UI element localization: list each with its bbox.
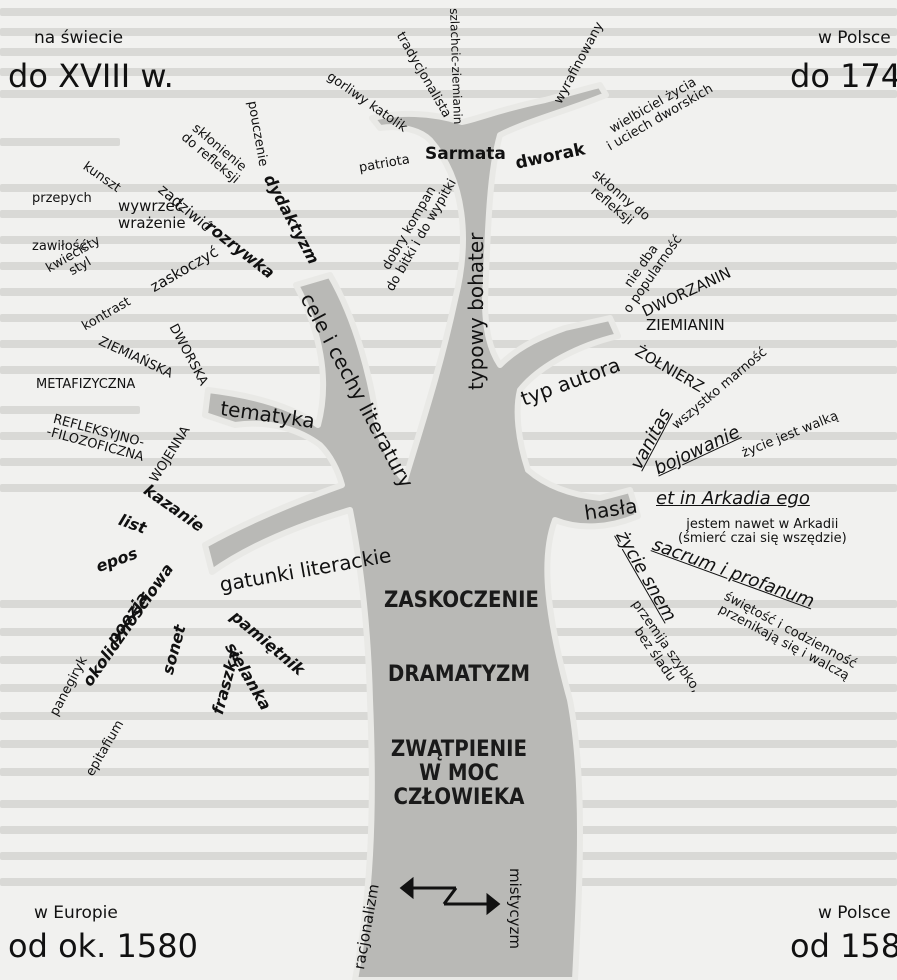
word-metafizyczna: METAFIZYCZNA — [36, 378, 135, 391]
corner-bottom-right-caption: w Polsce — [818, 905, 891, 922]
word-arkadia: et in Arkadia ego — [656, 490, 810, 508]
trunk-dramatyzm: DRAMATYZM — [384, 662, 534, 687]
corner-top-left-caption: na świecie — [34, 30, 123, 47]
word-przepych: przepych — [32, 192, 92, 205]
word-sarmata: Sarmata — [425, 146, 506, 163]
corner-top-right-caption: w Polsce — [818, 30, 891, 47]
corner-bottom-left-caption: w Europie — [34, 905, 118, 922]
trunk-zaskoczenie: ZASKOCZENIE — [384, 588, 534, 613]
corner-bottom-left-title: od ok. 1580 — [8, 930, 198, 962]
word-ziemianin: ZIEMIANIN — [646, 318, 725, 333]
corner-bottom-right-title: od 158 — [790, 930, 897, 962]
word-jestem: jestem nawet w Arkadii (śmierć czai się … — [678, 518, 847, 547]
trunk-zwatpienie: ZWĄTPIENIE W MOC CZŁOWIEKA — [374, 738, 544, 811]
word-szlachcic: szlachcic-ziemianin — [448, 8, 464, 125]
trunk-mistycyzm: mistycyzm — [507, 868, 522, 949]
corner-top-left-title: do XVIII w. — [8, 60, 174, 92]
corner-top-right-title: do 174 — [790, 60, 897, 92]
branch-typowy-bohater: typowy bohater — [466, 233, 486, 390]
word-wywrzec: wywrzeć wrażenie — [118, 198, 186, 231]
